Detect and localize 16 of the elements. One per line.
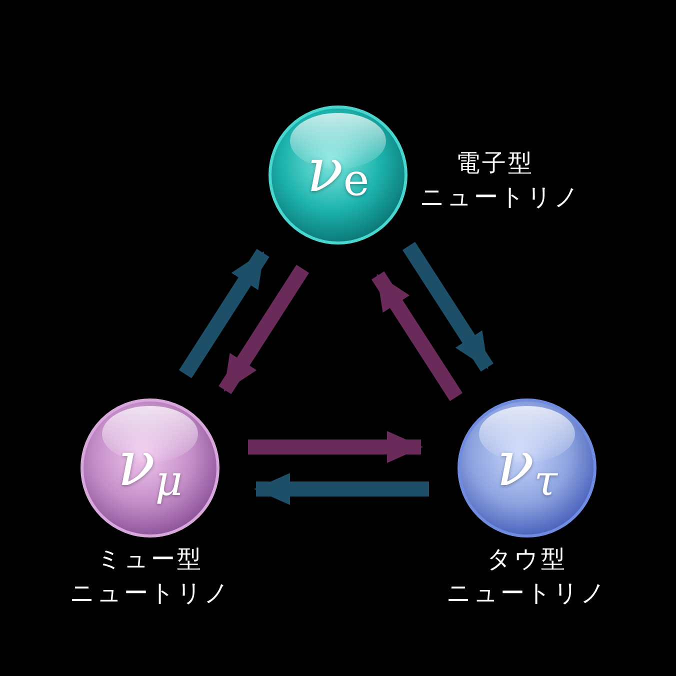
symbol-label: ν$_{τ}$ (496, 427, 558, 500)
arrow (402, 242, 494, 372)
node-label: ニュートリノ (70, 578, 230, 609)
particle-circle (268, 105, 408, 245)
arrow (254, 473, 429, 505)
node-label: ニュートリノ (446, 578, 608, 609)
node-label: タウ型 (486, 544, 568, 575)
arrow (248, 431, 423, 463)
node-label: ミュー型 (96, 544, 204, 575)
particle-circle (457, 398, 597, 538)
arrow (218, 264, 310, 394)
particle-circle (80, 398, 220, 538)
arrow (178, 248, 270, 378)
node-label: 電子型 (455, 148, 535, 179)
symbol-label: ν$_{e}$ (306, 136, 370, 206)
arrow (372, 271, 463, 402)
